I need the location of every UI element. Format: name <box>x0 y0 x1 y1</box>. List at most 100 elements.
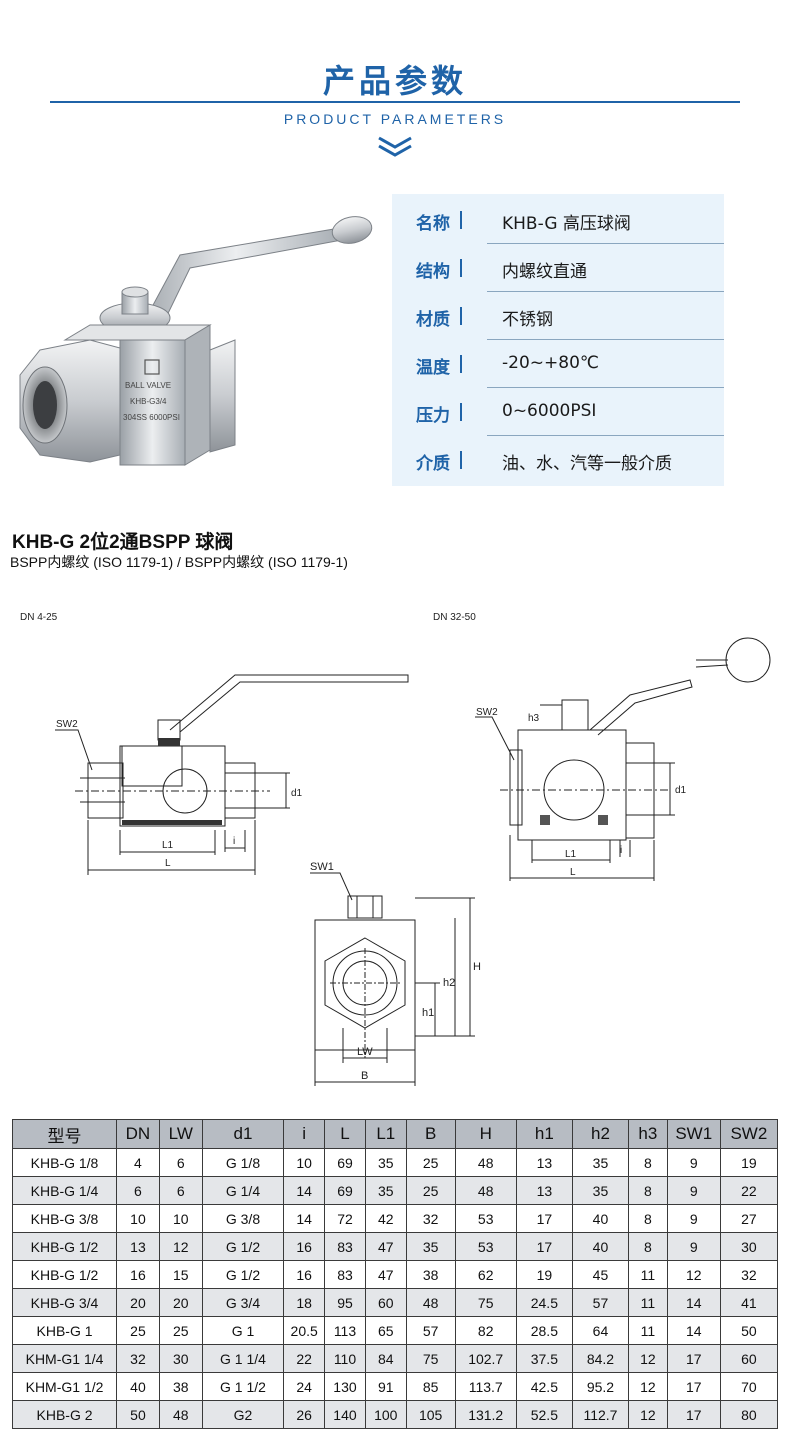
table-cell: 8 <box>628 1176 668 1205</box>
table-cell: 10 <box>283 1148 326 1177</box>
table-cell: 11 <box>628 1260 668 1289</box>
table-cell: 19 <box>515 1260 573 1289</box>
column-header: L <box>324 1119 366 1149</box>
table-cell: 22 <box>719 1176 779 1205</box>
svg-text:h1: h1 <box>422 1007 434 1019</box>
table-cell: 95 <box>324 1288 366 1317</box>
svg-text:L: L <box>165 858 171 869</box>
table-cell: G 1 1/4 <box>201 1344 285 1373</box>
svg-text:i: i <box>233 836 235 847</box>
table-cell: 52.5 <box>515 1400 573 1429</box>
table-cell: G 1 <box>201 1316 285 1345</box>
table-cell: 35 <box>364 1148 407 1177</box>
param-row-structure: 结构 内螺纹直通 <box>392 244 724 292</box>
table-cell: 8 <box>628 1148 668 1177</box>
table-cell: 24 <box>283 1372 326 1401</box>
table-cell: 112.7 <box>571 1400 630 1429</box>
table-cell: 113.7 <box>454 1372 517 1401</box>
table-cell: 6 <box>158 1148 203 1177</box>
svg-text:304SS 6000PSI: 304SS 6000PSI <box>123 413 180 422</box>
table-cell: 83 <box>324 1232 366 1261</box>
table-cell: 19 <box>719 1148 779 1177</box>
table-cell: 84 <box>364 1344 407 1373</box>
svg-text:L: L <box>570 867 576 878</box>
table-cell: 30 <box>158 1344 203 1373</box>
param-value: 不锈钢 <box>502 310 553 330</box>
table-cell: 16 <box>116 1260 160 1289</box>
param-row-medium: 介质 油、水、汽等一般介质 <box>392 436 724 484</box>
table-cell: 38 <box>405 1260 456 1289</box>
param-row-name: 名称 KHB-G 高压球阀 <box>392 196 724 244</box>
table-cell: 13 <box>515 1176 573 1205</box>
table-cell: 47 <box>364 1232 407 1261</box>
table-cell: 41 <box>719 1288 779 1317</box>
svg-text:d1: d1 <box>675 785 687 796</box>
section-title: KHB-G 2位2通BSPP 球阀 <box>12 532 234 553</box>
svg-text:d1: d1 <box>291 788 303 799</box>
table-cell: 14 <box>283 1204 326 1233</box>
param-separator <box>460 355 462 373</box>
table-cell: 35 <box>571 1148 630 1177</box>
table-cell: G 1/2 <box>201 1260 285 1289</box>
drawing-dn32-50: SW2 h3 d1 L1 i L <box>475 637 771 881</box>
column-header: h1 <box>515 1119 573 1149</box>
table-cell: KHB-G 2 <box>11 1400 118 1429</box>
page-title: 产品参数 <box>322 62 467 100</box>
table-cell: 42.5 <box>515 1372 573 1401</box>
param-separator <box>460 451 462 469</box>
ball-valve-photo: BALL VALVE KHB-G3/4 304SS 6000PSI <box>19 216 373 466</box>
table-cell: G 3/4 <box>201 1288 285 1317</box>
table-cell: 42 <box>364 1204 407 1233</box>
table-cell: 8 <box>628 1204 668 1233</box>
table-cell: 83 <box>324 1260 366 1289</box>
table-cell: 131.2 <box>454 1400 517 1429</box>
table-cell: 48 <box>454 1176 517 1205</box>
column-header: L1 <box>364 1119 407 1149</box>
table-cell: 38 <box>158 1372 203 1401</box>
table-cell: G 1/2 <box>201 1232 285 1261</box>
table-cell: 13 <box>116 1232 160 1261</box>
param-label: 材质 <box>416 310 450 330</box>
table-cell: 32 <box>719 1260 779 1289</box>
param-value: 0~6000PSI <box>502 401 597 421</box>
table-cell: 70 <box>719 1372 779 1401</box>
table-cell: 57 <box>405 1316 456 1345</box>
table-cell: 37.5 <box>515 1344 573 1373</box>
column-header: SW2 <box>719 1119 779 1149</box>
section-subtitle: BSPP内螺纹 (ISO 1179-1) / BSPP内螺纹 (ISO 1179… <box>10 554 348 570</box>
param-separator <box>460 403 462 421</box>
table-cell: 140 <box>324 1400 366 1429</box>
table-cell: 9 <box>666 1148 721 1177</box>
param-row-pressure: 压力 0~6000PSI <box>392 388 724 436</box>
drawing-label-right: DN 32-50 <box>433 612 476 623</box>
table-cell: KHB-G 1/2 <box>11 1260 118 1289</box>
param-divider <box>487 387 724 388</box>
param-separator <box>460 211 462 229</box>
table-cell: KHB-G 1 <box>11 1316 118 1345</box>
table-cell: 60 <box>364 1288 407 1317</box>
table-cell: 53 <box>454 1232 517 1261</box>
table-cell: 110 <box>324 1344 366 1373</box>
svg-text:LW: LW <box>357 1046 373 1058</box>
table-cell: G 3/8 <box>201 1204 285 1233</box>
table-cell: 28.5 <box>515 1316 573 1345</box>
table-cell: 84.2 <box>571 1344 630 1373</box>
table-cell: 47 <box>364 1260 407 1289</box>
svg-text:B: B <box>361 1070 368 1082</box>
table-cell: 48 <box>454 1148 517 1177</box>
table-cell: 20 <box>116 1288 160 1317</box>
table-cell: KHM-G1 1/4 <box>11 1344 118 1373</box>
table-cell: 26 <box>283 1400 326 1429</box>
param-label: 结构 <box>416 262 450 282</box>
param-row-temperature: 温度 -20~+80℃ <box>392 340 724 388</box>
table-cell: 24.5 <box>515 1288 573 1317</box>
table-cell: 40 <box>571 1204 630 1233</box>
table-cell: 17 <box>666 1344 721 1373</box>
table-cell: 45 <box>571 1260 630 1289</box>
svg-text:SW2: SW2 <box>476 707 498 718</box>
table-cell: 100 <box>364 1400 407 1429</box>
param-value: -20~+80℃ <box>502 353 599 373</box>
